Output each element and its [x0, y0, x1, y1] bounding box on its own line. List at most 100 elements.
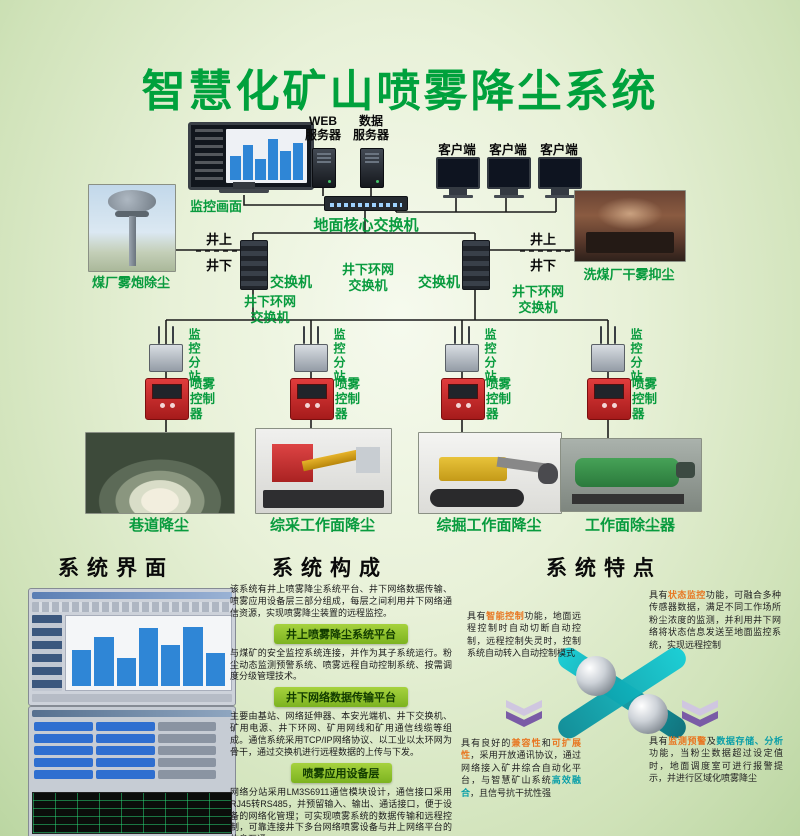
chevron-icon — [506, 700, 542, 716]
scene-photo-tunnel — [85, 432, 235, 514]
section-title-interface: 系统界面 — [58, 557, 174, 580]
antenna-icon — [445, 326, 479, 344]
monitoring-substation-4 — [591, 326, 625, 372]
composition-block-body-3: 网络分站采用LM3S6911通信模块设计，通信接口采用RJ45转RS485，并预… — [230, 786, 452, 836]
field-chip — [157, 734, 217, 743]
ring-switch-label-line2: 交换机 — [250, 309, 290, 325]
indicator-dot — [304, 403, 310, 408]
chevron-icon — [682, 700, 718, 716]
field-chip — [34, 746, 93, 755]
switch-label-left: 交换机 — [270, 274, 312, 290]
spray-controller-label-2: 喷雾控制器 — [335, 377, 361, 421]
switch-tower-left — [240, 240, 268, 290]
client-label-3: 客户端 — [540, 143, 578, 157]
monitor-stand — [233, 182, 255, 189]
field-chip — [157, 746, 217, 755]
chart-bar — [267, 138, 278, 180]
chart-bar — [72, 649, 92, 686]
composition-intro: 该系统有井上喷雾降尘系统平台、井下网络数据传输、喷雾应用设备层三部分组成，每层之… — [230, 584, 452, 618]
wash-plant-photo — [574, 190, 686, 262]
indicator-dot — [314, 403, 320, 408]
indicator-dot — [455, 403, 461, 408]
fog-cannon-mast — [128, 215, 137, 266]
substation-device — [294, 344, 328, 372]
feature-text-segment: 功能，地面远程控制时自动切断自动控制，远程控制失灵时，控制系统自动转入自动控制模… — [467, 611, 581, 659]
field-chip — [34, 722, 93, 731]
substation-device — [445, 344, 479, 372]
spray-controller-label-4: 喷雾控制器 — [632, 377, 658, 421]
duster-body — [575, 457, 679, 487]
underground-label-right: 井下 — [530, 258, 557, 273]
fog-cannon-head — [107, 190, 157, 213]
controller-screen — [297, 384, 327, 399]
spray-controller-label-1: 喷雾控制器 — [190, 377, 216, 421]
data-server-label-line1: 数据 — [358, 114, 383, 128]
duster-pipe — [675, 462, 696, 478]
field-chip — [95, 770, 155, 779]
wash-plant-caption: 洗煤厂干雾抑尘 — [583, 267, 675, 282]
screenshot-field-grid — [32, 720, 232, 789]
indicator-dot — [601, 403, 607, 408]
feature-text-segment: 数据存储、分析 — [716, 736, 783, 746]
web-server-label: WEB 服务器 — [295, 114, 351, 143]
screenshot-statusbar — [32, 694, 232, 702]
mining-base — [262, 489, 385, 508]
ring-switch-label-line1: 井下环网 — [511, 284, 564, 299]
indicator-dot — [465, 403, 471, 408]
core-switch-label: 地面核心交换机 — [313, 217, 419, 234]
wash-plant-machinery — [586, 231, 674, 253]
field-chip — [34, 770, 93, 779]
client-monitor-2 — [487, 157, 531, 189]
substation-label-1: 监控分站 — [187, 328, 201, 384]
web-server-label-line2: 服务器 — [304, 128, 341, 143]
controller-screen — [152, 384, 182, 399]
screenshot-main — [32, 615, 232, 691]
section-title-features: 系统特点 — [546, 557, 662, 580]
screenshot-sidebar — [32, 615, 62, 691]
client-label-1: 客户端 — [438, 143, 476, 157]
sphere-icon — [628, 694, 668, 734]
monitor-sidebar — [195, 129, 223, 183]
ring-switch-label-line1: 井下环网 — [243, 294, 296, 309]
field-chip — [157, 722, 217, 731]
antenna-icon — [149, 326, 183, 344]
controller-screen — [448, 384, 478, 399]
monitoring-substation-2 — [294, 326, 328, 372]
data-server-tower — [360, 148, 384, 188]
feature-text-segment: 及 — [706, 736, 717, 746]
field-chip — [95, 722, 155, 731]
feature-text-segment: 可扩展性 — [461, 738, 581, 761]
fog-cannon-photo — [88, 184, 176, 272]
feature-text-segment: 具有 — [649, 736, 669, 746]
ui-screenshot-bottom — [28, 706, 236, 836]
screenshot-titlebar — [32, 710, 232, 717]
chevron-down-icon-left — [506, 700, 542, 730]
monitor-caption: 监控画面 — [190, 199, 243, 214]
features-ribbon-graphic — [542, 630, 702, 755]
chart-bar — [161, 645, 181, 686]
ui-screenshot-top — [28, 588, 236, 706]
excavator-cutter-head — [538, 463, 559, 485]
screenshot-titlebar — [32, 592, 232, 599]
fog-cannon-caption: 煤厂雾炮除尘 — [91, 275, 170, 290]
screenshot-bar-chart — [65, 615, 232, 691]
spray-controller-3 — [441, 378, 485, 420]
monitoring-screen — [188, 122, 314, 190]
chevron-down-icon-right — [682, 700, 718, 730]
feature-block-3: 具有良好的兼容性和可扩展性，采用开放通讯协议，通过网络接入矿井综合自动化平台，与… — [461, 737, 581, 799]
feature-text-segment: 状态监控 — [667, 590, 706, 600]
feature-text-segment: 和 — [541, 738, 552, 748]
field-chip — [34, 734, 93, 743]
composition-block-header-3: 喷雾应用设备层 — [290, 762, 392, 783]
chart-bar — [242, 145, 253, 180]
chart-bar — [230, 156, 241, 180]
chart-bar — [292, 142, 303, 180]
feature-text-segment: 具有 — [649, 590, 668, 600]
monitoring-substation-1 — [149, 326, 183, 372]
chart-bar — [116, 658, 136, 686]
field-chip — [95, 734, 155, 743]
composition-block-body-1: 与煤矿的安全监控系统连接，并作为其子系统运行。粉尘动态监测预警系统、喷雾远程自动… — [230, 647, 452, 682]
switch-tower-right — [462, 240, 490, 290]
indicator-dot — [159, 403, 165, 408]
chart-bar — [255, 158, 266, 180]
